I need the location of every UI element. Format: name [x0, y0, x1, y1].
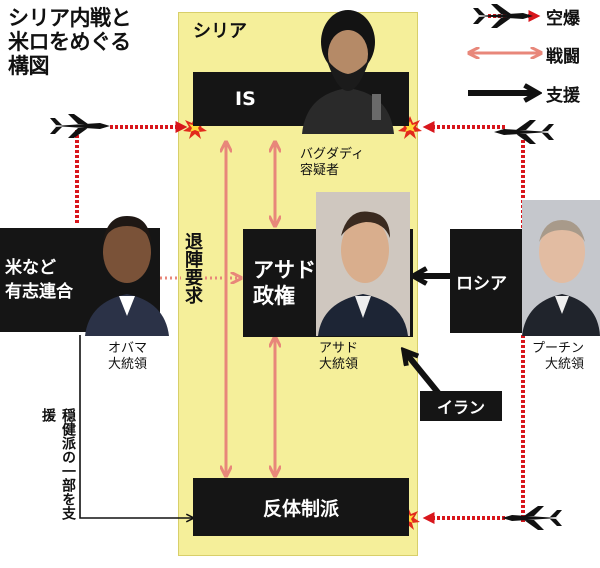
- title-line-2: 米ロをめぐる: [8, 30, 131, 54]
- assad-regime-label-line-1: アサド: [253, 258, 316, 282]
- jet-icon: [473, 4, 533, 28]
- is-label: IS: [235, 88, 256, 110]
- obama-name: オバマ: [108, 341, 148, 356]
- assad-title: 大統領: [319, 357, 359, 372]
- coalition-label-line-2: 有志連合: [5, 282, 73, 302]
- assad-name: アサド: [319, 341, 359, 356]
- coalition-label: 米など 有志連合: [5, 256, 73, 304]
- partial-support-annotation: 穏健派の一部を支援: [38, 408, 78, 528]
- rebels-node: 反体制派: [193, 478, 409, 536]
- assad-regime-label: アサド 政権: [253, 257, 316, 309]
- assad-regime-label-line-2: 政権: [253, 284, 295, 308]
- baghdadi-title: 容疑者: [300, 163, 340, 178]
- putin-portrait: [522, 200, 600, 336]
- diagram-title: シリア内戦と 米ロをめぐる 構図: [8, 6, 132, 78]
- baghdadi-caption: バグダディ 容疑者: [300, 147, 364, 179]
- resign-demand-annotation: 退陣要求: [181, 232, 203, 304]
- jet-icon: [494, 120, 554, 144]
- obama-portrait: [85, 198, 169, 336]
- putin-caption: プーチン 大統領: [532, 341, 584, 373]
- title-line-3: 構図: [8, 54, 50, 78]
- baghdadi-name: バグダディ: [300, 147, 365, 162]
- title-line-1: シリア内戦と: [8, 6, 132, 30]
- support-iran-assad: [405, 352, 443, 397]
- baghdadi-portrait: [292, 2, 404, 134]
- syria-zone-label: シリア: [193, 21, 247, 42]
- russia-label: ロシア: [456, 273, 507, 294]
- jet-icon: [502, 506, 562, 530]
- putin-title: 大統領: [545, 357, 585, 372]
- putin-name: プーチン: [532, 341, 585, 356]
- assad-portrait: [316, 192, 410, 336]
- rebels-label: 反体制派: [262, 497, 339, 520]
- legend-airstrike-label: 空爆: [546, 9, 580, 29]
- coalition-label-line-1: 米など: [5, 258, 56, 278]
- iran-node: イラン: [420, 391, 502, 421]
- legend-battle-label: 戦闘: [546, 47, 580, 67]
- obama-title: 大統領: [108, 357, 148, 372]
- obama-caption: オバマ 大統領: [108, 341, 147, 373]
- jet-icon: [50, 114, 110, 138]
- support-coalition-rebels: [79, 335, 193, 518]
- legend-support-label: 支援: [546, 86, 580, 106]
- assad-caption: アサド 大統領: [319, 341, 358, 373]
- iran-label: イラン: [436, 398, 485, 417]
